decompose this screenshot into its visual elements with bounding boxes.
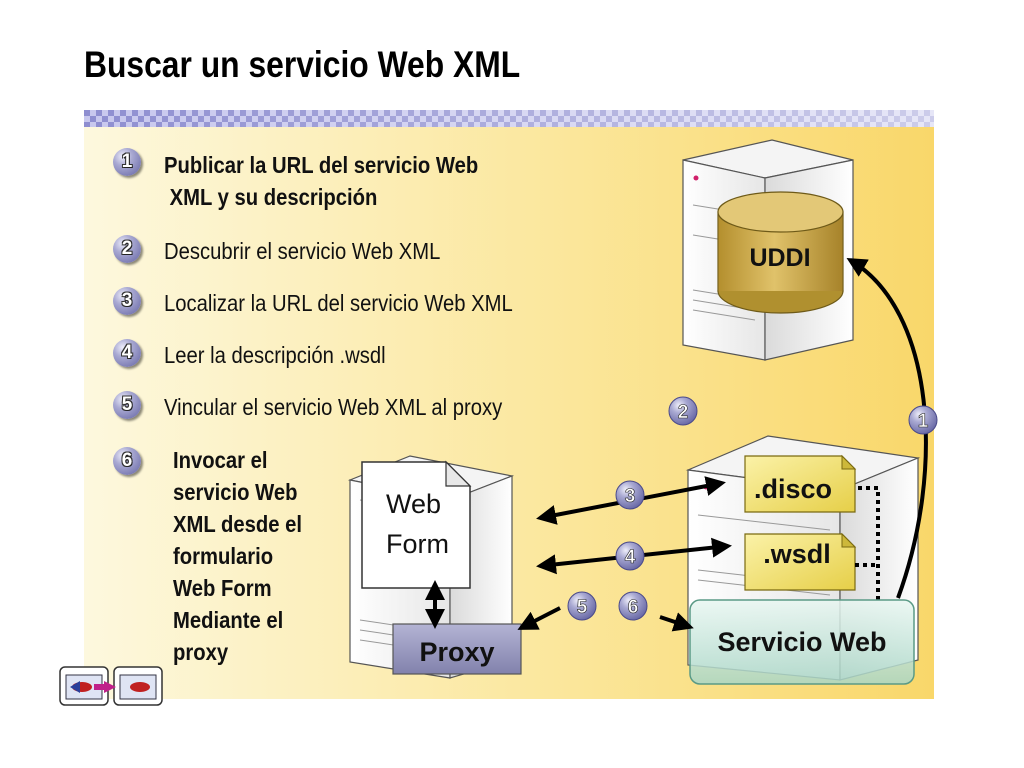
diagram-badge-5: 5 — [567, 591, 597, 621]
step-1-badge: 1 — [113, 148, 141, 176]
step-1-line-2: XML y su descripción — [164, 184, 378, 210]
diagram-badge-3: 3 — [615, 480, 645, 510]
step-6-line-6: Mediante el — [173, 607, 284, 633]
diagram-badge-2-label: 2 — [678, 402, 689, 423]
step-6-line-5: Web Form — [173, 575, 272, 601]
step-6-text: Invocar el servicio Web XML desde el for… — [173, 444, 302, 668]
diagram-badge-6-label: 6 — [628, 597, 639, 618]
diagram-badge-6: 6 — [618, 591, 648, 621]
webform-label-1: Web — [386, 489, 441, 519]
diagram-badge-1: 1 — [908, 405, 938, 435]
step-6-line-4: formulario — [173, 543, 274, 569]
uddi-label: UDDI — [749, 244, 810, 272]
diagram-badge-4-label: 4 — [625, 547, 636, 568]
step-5-badge: 5 — [113, 391, 141, 419]
wsdl-label: .wsdl — [763, 539, 831, 569]
webform-label-2: Form — [386, 529, 449, 559]
diagram-badge-2: 2 — [668, 396, 698, 426]
dotted-link — [855, 486, 880, 600]
wsdl-file-icon: .wsdl — [744, 532, 857, 591]
proxy-box: Proxy — [392, 623, 522, 675]
next-slide-icon[interactable] — [94, 666, 163, 706]
diagram-badge-3-label: 3 — [625, 486, 636, 507]
webform-document-icon: Web Form — [361, 460, 472, 589]
step-6-line-7: proxy — [173, 639, 229, 665]
step-6-line-3: XML desde el — [173, 511, 302, 537]
step-4-text: Leer la descripción .wsdl — [164, 342, 386, 368]
disco-file-icon: .disco — [744, 454, 857, 513]
step-1-text: Publicar la URL del servicio Web XML y s… — [164, 149, 478, 213]
checker-bar — [84, 110, 934, 127]
step-2-badge: 2 — [113, 235, 141, 263]
step-3-text: Localizar la URL del servicio Web XML — [164, 290, 513, 316]
step-2-text: Descubrir el servicio Web XML — [164, 238, 441, 264]
step-5-text: Vincular el servicio Web XML al proxy — [164, 394, 503, 420]
service-web-label: Servicio Web — [717, 627, 886, 657]
step-3-badge: 3 — [113, 287, 141, 315]
slide-nav — [59, 666, 163, 706]
disco-label: .disco — [754, 474, 832, 504]
diagram-badge-1-label: 1 — [918, 411, 929, 432]
slide-title: Buscar un servicio Web XML — [84, 44, 521, 85]
service-web-box: Servicio Web — [689, 599, 915, 685]
diagram-badge-5-label: 5 — [577, 597, 588, 618]
step-6-line-2: servicio Web — [173, 479, 298, 505]
diagram-badge-4: 4 — [615, 541, 645, 571]
arrow-5-6 — [517, 606, 694, 632]
step-6-line-1: Invocar el — [173, 447, 268, 473]
step-1-line-1: Publicar la URL del servicio Web — [164, 152, 479, 178]
step-4-badge: 4 — [113, 339, 141, 367]
step-6-badge: 6 — [113, 447, 141, 475]
proxy-label: Proxy — [419, 637, 494, 667]
uddi-database-icon: UDDI — [717, 191, 844, 314]
arrow-publish — [846, 257, 928, 599]
